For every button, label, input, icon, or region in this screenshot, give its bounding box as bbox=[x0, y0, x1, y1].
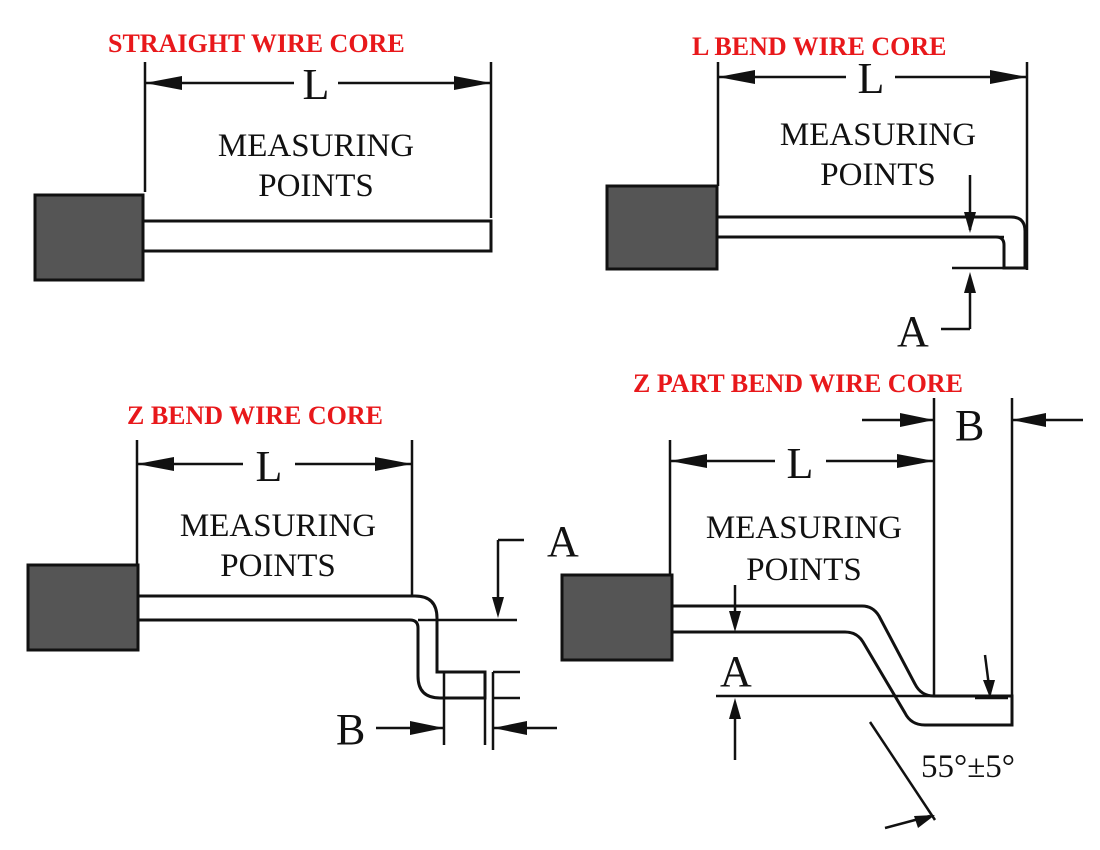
z-part-bend-b-arrowhead-left bbox=[900, 413, 934, 427]
straight-points-text: POINTS bbox=[258, 168, 374, 204]
z-part-bend-arrowhead-left bbox=[670, 454, 707, 468]
z-part-bend-a-arrowhead-bottom bbox=[729, 698, 741, 719]
z-part-bend-measuring-text: MEASURING bbox=[706, 510, 902, 546]
l-bend-measuring-text: MEASURING bbox=[780, 117, 976, 153]
z-bend-b-arrowhead-right bbox=[493, 721, 527, 735]
l-bend-dimension-l: L bbox=[858, 54, 885, 103]
z-bend-measuring-text: MEASURING bbox=[180, 508, 376, 544]
z-part-bend-dimension-b: B bbox=[955, 401, 984, 450]
z-part-bend-angle-line bbox=[868, 721, 937, 821]
z-bend-a-arrowhead bbox=[492, 597, 504, 618]
z-bend-arrowhead-right bbox=[375, 457, 412, 471]
z-part-bend-angle-text: 55°±5° bbox=[921, 749, 1015, 785]
z-part-bend-dimension-a: A bbox=[720, 647, 752, 696]
l-bend-wire-core-figure: L BEND WIRE CORE L MEASURING POINTS A bbox=[605, 32, 1029, 356]
l-bend-a-arrowhead-bottom bbox=[964, 272, 976, 293]
z-bend-terminal-block bbox=[26, 563, 140, 652]
z-bend-wire-core-figure: Z BEND WIRE CORE L MEASURING POINTS A B bbox=[26, 401, 579, 754]
straight-title: STRAIGHT WIRE CORE bbox=[108, 29, 405, 58]
l-bend-arrowhead-left bbox=[718, 70, 755, 84]
straight-dimension-l: L bbox=[303, 60, 330, 109]
l-bend-wire bbox=[717, 215, 1027, 270]
l-bend-a-arrowhead-top bbox=[964, 212, 976, 233]
z-bend-dimension-b: B bbox=[336, 705, 365, 754]
z-bend-dimension-l: L bbox=[256, 442, 283, 491]
z-part-bend-wire-core-figure: Z PART BEND WIRE CORE L MEASURING POINTS… bbox=[560, 369, 1083, 830]
l-bend-terminal-block bbox=[605, 184, 719, 271]
z-part-bend-title: Z PART BEND WIRE CORE bbox=[633, 369, 963, 398]
l-bend-points-text: POINTS bbox=[820, 157, 936, 193]
z-part-bend-arrowhead-right bbox=[897, 454, 934, 468]
z-part-bend-a-arrowhead-top bbox=[729, 611, 741, 632]
l-bend-arrowhead-right bbox=[990, 70, 1027, 84]
z-part-bend-points-text: POINTS bbox=[746, 552, 862, 588]
straight-arrowhead-right bbox=[454, 76, 491, 90]
z-bend-points-text: POINTS bbox=[220, 548, 336, 584]
z-bend-wire bbox=[138, 594, 487, 700]
z-bend-title: Z BEND WIRE CORE bbox=[127, 401, 383, 430]
l-bend-title: L BEND WIRE CORE bbox=[692, 32, 947, 61]
z-part-bend-angle-arrowhead-bottom bbox=[914, 815, 935, 828]
z-bend-dimension-a: A bbox=[547, 517, 579, 566]
straight-wire-core-figure: STRAIGHT WIRE CORE L MEASURING POINTS bbox=[33, 29, 493, 282]
z-part-bend-dimension-l: L bbox=[787, 439, 814, 488]
z-part-bend-wire bbox=[672, 604, 1014, 727]
straight-measuring-text: MEASURING bbox=[218, 128, 414, 164]
z-bend-arrowhead-left bbox=[137, 457, 174, 471]
straight-wire bbox=[143, 219, 493, 253]
straight-arrowhead-left bbox=[145, 76, 182, 90]
z-part-bend-terminal-block bbox=[560, 573, 674, 662]
z-bend-b-arrowhead-left bbox=[410, 721, 444, 735]
straight-terminal-block bbox=[33, 193, 145, 282]
l-bend-dimension-a: A bbox=[897, 307, 929, 356]
z-part-bend-angle-arrowhead-top bbox=[983, 680, 995, 698]
z-part-bend-b-arrowhead-right bbox=[1012, 413, 1046, 427]
